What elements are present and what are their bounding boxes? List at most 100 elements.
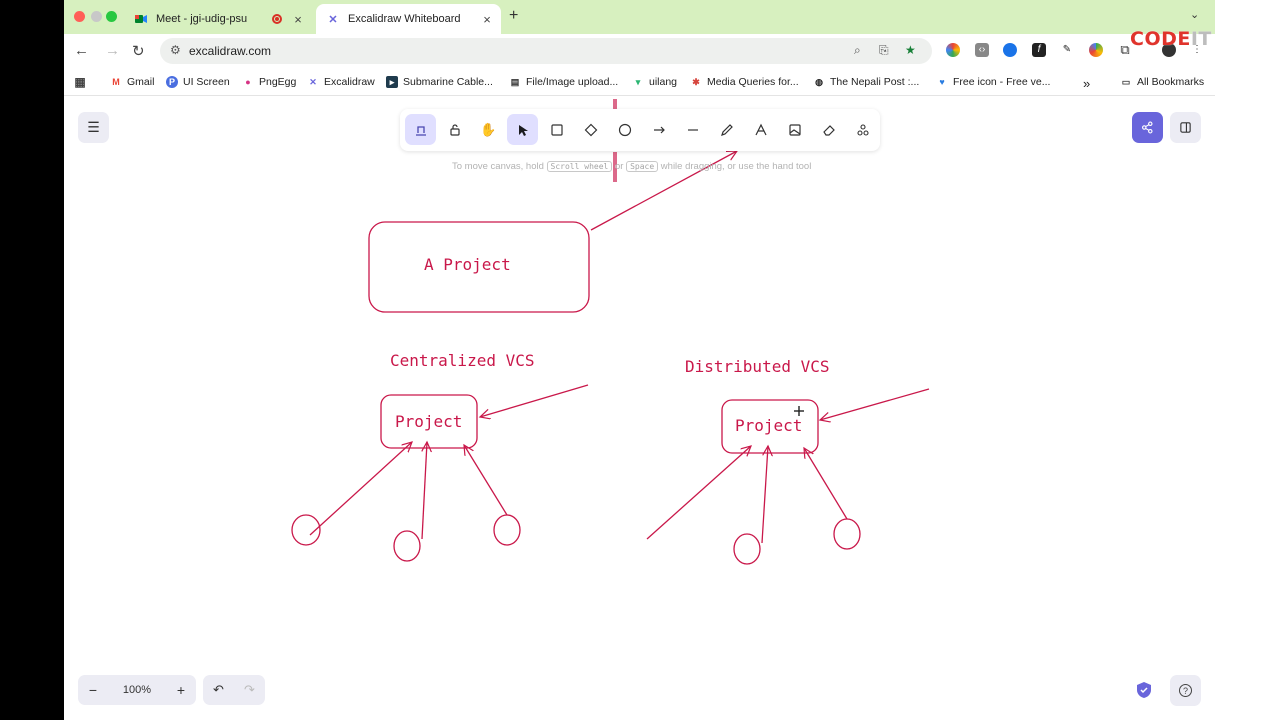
bookmark-star-icon[interactable]: ★ bbox=[905, 43, 916, 57]
lock-icon bbox=[449, 123, 460, 136]
draw-tool-button[interactable] bbox=[711, 114, 742, 145]
back-icon[interactable]: ← bbox=[74, 42, 89, 59]
help-button[interactable]: ? bbox=[1170, 675, 1201, 706]
lock-button[interactable] bbox=[439, 114, 470, 145]
centralized-client-arrow[interactable] bbox=[309, 442, 412, 536]
centralized-client-node[interactable] bbox=[493, 514, 521, 546]
kbd-space: Space bbox=[626, 161, 659, 172]
shield-icon[interactable] bbox=[1136, 681, 1152, 699]
close-tab-icon[interactable]: × bbox=[483, 11, 491, 27]
close-window-icon[interactable] bbox=[74, 11, 85, 22]
color-picker-extension-icon[interactable] bbox=[946, 43, 960, 57]
zoom-icon[interactable]: ⌕ bbox=[854, 43, 861, 57]
keep-selected-tool-button[interactable] bbox=[405, 114, 436, 145]
tab-excalidraw[interactable]: ✕ Excalidraw Whiteboard × bbox=[316, 4, 501, 34]
bookmark-free-icon[interactable]: ♥Free icon - Free ve... bbox=[936, 76, 1050, 88]
centralized-client-node[interactable] bbox=[393, 530, 421, 562]
text-tool-button[interactable] bbox=[745, 114, 776, 145]
close-tab-icon[interactable]: × bbox=[294, 11, 302, 27]
bookmark-uilang[interactable]: ▾uilang bbox=[632, 76, 677, 88]
a-project-arrow[interactable] bbox=[590, 151, 737, 231]
distributed-client-arrow[interactable] bbox=[804, 448, 848, 520]
new-tab-icon[interactable]: + bbox=[509, 7, 519, 24]
library-button[interactable] bbox=[1170, 112, 1201, 143]
undo-button[interactable]: ↶ bbox=[213, 682, 224, 697]
share-button[interactable] bbox=[1132, 112, 1163, 143]
address-bar[interactable]: ⚙ excalidraw.com ⌕ ⎘ ★ bbox=[160, 38, 932, 64]
excalidraw-icon: ✕ bbox=[328, 13, 338, 26]
bookmark-file-upload[interactable]: ▤File/Image upload... bbox=[510, 76, 619, 88]
extensions-puzzle-icon[interactable]: ⧉ bbox=[1120, 42, 1130, 57]
code-extension-icon[interactable]: ‹› bbox=[975, 43, 989, 57]
a-project-label[interactable]: A Project bbox=[424, 255, 511, 274]
font-extension-icon[interactable]: f bbox=[1032, 43, 1046, 57]
centralized-client-arrow[interactable] bbox=[421, 442, 427, 540]
a-project-box[interactable] bbox=[368, 221, 590, 313]
centralized-project-label[interactable]: Project bbox=[395, 412, 462, 431]
zoom-level[interactable]: 100% bbox=[122, 684, 152, 696]
distributed-client-arrow[interactable] bbox=[646, 446, 751, 540]
tab-meet[interactable]: Meet - jgi-udig-psu × bbox=[124, 4, 312, 34]
main-menu-button[interactable]: ☰ bbox=[78, 112, 109, 143]
apps-grid-icon[interactable]: ▦ bbox=[74, 75, 86, 89]
distributed-incoming-arrow[interactable] bbox=[820, 388, 930, 420]
maximize-window-icon[interactable] bbox=[106, 11, 117, 22]
bookmark-nepali-post[interactable]: ◍The Nepali Post :... bbox=[813, 76, 919, 88]
zoom-in-button[interactable]: + bbox=[176, 682, 186, 698]
multi-extension-icon[interactable] bbox=[1089, 43, 1103, 57]
keep-selected-tool-icon bbox=[415, 125, 426, 136]
extra-tools-button[interactable] bbox=[847, 114, 878, 145]
screen-extension-icon[interactable] bbox=[1003, 43, 1017, 57]
bookmark-submarine[interactable]: ▸Submarine Cable... bbox=[386, 76, 493, 88]
distributed-project-label[interactable]: Project bbox=[735, 416, 802, 435]
zoom-out-button[interactable]: − bbox=[88, 682, 98, 698]
profile-avatar[interactable] bbox=[1162, 43, 1176, 57]
arrow-icon bbox=[653, 126, 665, 133]
file-icon: ▤ bbox=[510, 76, 520, 87]
excalidraw-icon: ✕ bbox=[309, 76, 317, 87]
all-bookmarks[interactable]: ▭All Bookmarks bbox=[1121, 76, 1205, 88]
ellipse-tool-button[interactable] bbox=[609, 114, 640, 145]
distributed-client-node[interactable] bbox=[833, 518, 861, 550]
centralized-vcs-title[interactable]: Centralized VCS bbox=[390, 351, 535, 370]
url-text[interactable]: excalidraw.com bbox=[189, 44, 272, 58]
bookmark-excalidraw[interactable]: ✕Excalidraw bbox=[307, 76, 375, 88]
uilang-icon: ▾ bbox=[635, 76, 641, 87]
distributed-vcs-title[interactable]: Distributed VCS bbox=[685, 357, 830, 376]
selection-tool-button[interactable] bbox=[507, 114, 538, 145]
tab-search-icon[interactable]: ⌄ bbox=[1190, 9, 1200, 21]
line-tool-button[interactable] bbox=[677, 114, 708, 145]
site-info-icon[interactable]: ⚙ bbox=[170, 43, 181, 57]
arrow-tool-button[interactable] bbox=[643, 114, 674, 145]
minimize-window-icon[interactable] bbox=[91, 11, 102, 22]
drawing-canvas[interactable]: A Project Centralized VCS Distributed VC… bbox=[64, 97, 1215, 720]
bookmark-pngegg[interactable]: ●PngEgg bbox=[242, 76, 296, 88]
distributed-client-node[interactable] bbox=[733, 533, 761, 565]
install-app-icon[interactable]: ⎘ bbox=[879, 43, 889, 57]
centralized-client-node[interactable] bbox=[291, 514, 321, 546]
redo-button[interactable]: ↷ bbox=[244, 682, 255, 697]
eraser-tool-button[interactable] bbox=[813, 114, 844, 145]
pen-extension-icon[interactable]: ✎ bbox=[1062, 44, 1072, 55]
rectangle-tool-button[interactable] bbox=[541, 114, 572, 145]
reload-icon[interactable]: ↻ bbox=[132, 43, 145, 60]
browser-menu-icon[interactable]: ⋮ bbox=[1192, 44, 1202, 55]
distributed-client-arrow[interactable] bbox=[761, 446, 768, 544]
hamburger-icon: ☰ bbox=[87, 119, 100, 135]
bookmarks-overflow-icon[interactable]: » bbox=[1083, 76, 1091, 91]
code-it-watermark: CODEIT bbox=[1130, 28, 1212, 50]
hand-tool-button[interactable]: ✋ bbox=[473, 114, 504, 145]
submarine-icon: ▸ bbox=[386, 76, 398, 88]
diamond-tool-button[interactable] bbox=[575, 114, 606, 145]
shapes-toolbar: ✋ bbox=[400, 109, 880, 151]
image-tool-button[interactable] bbox=[779, 114, 810, 145]
centralized-incoming-arrow[interactable] bbox=[480, 384, 589, 417]
forward-icon[interactable]: → bbox=[105, 42, 120, 59]
centralized-client-arrow[interactable] bbox=[464, 445, 508, 516]
canvas-hint: To move canvas, hold Scroll wheel or Spa… bbox=[452, 161, 812, 172]
bookmark-media-queries[interactable]: ✱Media Queries for... bbox=[690, 76, 798, 88]
heart-icon: ♥ bbox=[939, 77, 945, 87]
